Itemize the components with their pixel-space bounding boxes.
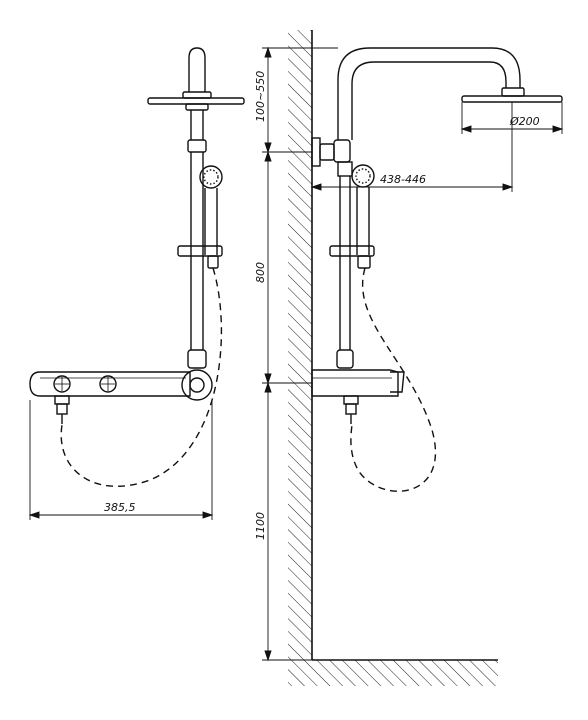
mixer-valve-right	[99, 375, 117, 393]
dimension-arm-reach	[310, 102, 514, 192]
dimension-head-diameter-label: Ø200	[509, 115, 540, 128]
hand-shower-head	[199, 165, 223, 189]
dimension-mount-height	[262, 381, 312, 662]
dimension-arm-reach-label: 438-446	[380, 173, 426, 186]
mixer-body-side	[311, 369, 399, 397]
mixer-handle-side	[390, 371, 405, 393]
mixer-valve-left	[53, 375, 71, 393]
rain-head-plate	[147, 97, 245, 105]
mixer-body-front	[29, 371, 191, 397]
dimension-head-diameter	[460, 102, 564, 134]
mixer-handle-outer	[181, 369, 213, 401]
riser-joint-upper	[187, 139, 207, 153]
dimension-mount-height-label: 1100	[254, 512, 267, 540]
wall-bracket	[311, 137, 321, 167]
hose-side	[350, 267, 437, 492]
dimension-rain-offset	[262, 46, 338, 154]
dimension-mixer-width	[28, 400, 214, 520]
riser-top-cap	[188, 47, 206, 92]
mixer-handle-inner	[189, 377, 205, 393]
floor-hatching-icon	[288, 659, 498, 686]
overhead-arm	[337, 47, 521, 140]
hose-front	[60, 267, 223, 487]
dimension-riser-height	[262, 150, 312, 385]
wall-hatching-icon	[288, 30, 313, 660]
slide-bracket-side	[329, 245, 375, 257]
dimension-mixer-width-label: 385,5	[104, 501, 136, 514]
dimension-rain-offset-label: 100~550	[254, 71, 267, 122]
mixer-outlet	[54, 395, 70, 405]
rain-head-side	[461, 95, 563, 103]
slide-bracket	[177, 245, 223, 257]
dimension-riser-height-label: 800	[254, 262, 267, 283]
side-view	[311, 47, 563, 492]
riser-joint-lower	[187, 349, 207, 369]
front-view	[29, 47, 245, 487]
